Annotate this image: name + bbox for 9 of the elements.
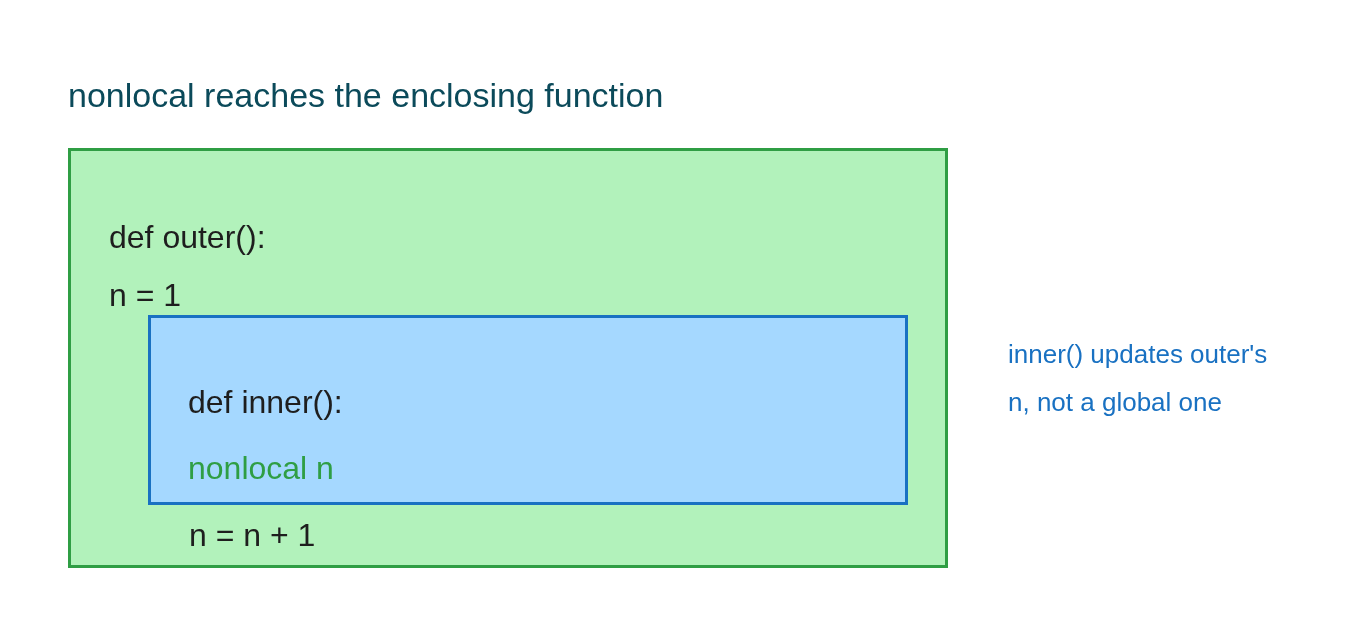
diagram-title: nonlocal reaches the enclosing function [68, 75, 664, 116]
code-line: n = n + 1 [189, 516, 316, 555]
code-block-box [148, 315, 908, 505]
code-line: n = 1 [109, 276, 182, 315]
note-text: inner() updates outer's n, not a global one [1008, 338, 1269, 419]
code-line: def outer(): [109, 218, 266, 257]
code-line: nonlocal n [188, 449, 334, 488]
code-block-box [68, 148, 948, 568]
code-line: def inner(): [188, 383, 343, 422]
